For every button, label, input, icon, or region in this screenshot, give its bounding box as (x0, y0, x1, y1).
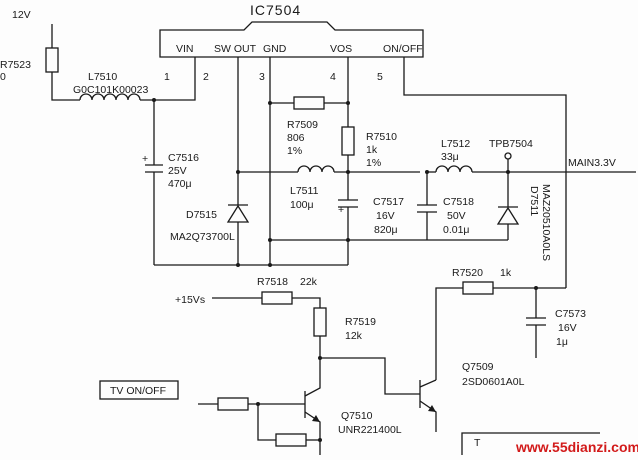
r7520-resistor (462, 281, 494, 295)
c7517-label: C7517 (373, 196, 404, 208)
d7511-part: MAZ20510A0LS (540, 184, 552, 261)
bottom-label-fragment: T (474, 437, 481, 449)
c7573-voltage: 16V (558, 322, 577, 334)
q7510-label: Q7510 (341, 410, 373, 422)
wire-r7518-r7519 (292, 297, 321, 308)
l7510-value: G0C101K00023 (73, 84, 148, 96)
q7510-emitter-arrow (312, 415, 320, 422)
r7519-value: 12k (345, 330, 363, 342)
l7512-label: L7512 (441, 138, 470, 150)
wire-r7523-l7510 (51, 72, 80, 101)
q7510-collector-leg (304, 378, 321, 397)
tv-on-off-label: TV ON/OFF (110, 385, 166, 397)
junction-gnd-bottom-2 (268, 263, 272, 267)
wire-vin (140, 57, 196, 101)
c7516-label: C7516 (168, 152, 199, 164)
wire-q7509-base (320, 357, 420, 395)
q7510-part: UNR221400L (338, 424, 402, 436)
pin-label-vin: VIN (176, 43, 194, 55)
pin-number-1: 1 (164, 71, 170, 83)
l7511-inductor (297, 165, 335, 173)
tpb7504-label: TPB7504 (489, 138, 533, 150)
bias-resistor (275, 433, 307, 447)
main-output-label: MAIN3.3V (568, 157, 616, 169)
junction-vos (346, 101, 350, 105)
wire-q7509-collector (435, 287, 463, 380)
r7510-label: R7510 (366, 131, 397, 143)
c7517-value: 820μ (374, 224, 398, 236)
junction-gnd-bottom-1 (236, 263, 240, 267)
tpb7504-testpoint (504, 152, 512, 160)
r7510-resistor (341, 126, 355, 156)
r7509-value: 806 (287, 132, 305, 144)
supply-12v-label: 12V (12, 9, 31, 21)
pin-label-vos: VOS (330, 43, 352, 55)
pin-number-5: 5 (377, 71, 383, 83)
r7509-resistor (293, 96, 325, 110)
r7509-label: R7509 (287, 119, 318, 131)
q7509-label: Q7509 (462, 361, 494, 373)
supply-15vs-label: +15Vs (175, 294, 205, 306)
c7516-voltage: 25V (168, 165, 187, 177)
l7511-label: L7511 (290, 185, 319, 197)
r7523-value: 0 (0, 71, 6, 83)
watermark-text: www.55dianzi.com (515, 439, 638, 455)
d7511-diode (496, 206, 520, 225)
q7509-part: 2SD0601A0L (462, 376, 525, 388)
c7517-voltage: 16V (376, 210, 395, 222)
pin-number-2: 2 (203, 71, 209, 83)
c7573-label: C7573 (555, 308, 586, 320)
base-resistor (217, 397, 249, 411)
c7518-value: 0.01μ (443, 224, 470, 236)
d7515-label: D7515 (186, 209, 217, 221)
c7517-plus: + (338, 204, 344, 216)
wire-bias-left (257, 404, 276, 441)
r7523-label: R7523 (0, 59, 31, 71)
c7516-value: 470μ (168, 178, 192, 190)
q7509-emitter-arrow (428, 405, 436, 412)
l7510-label: L7510 (88, 71, 117, 83)
c7516-plus: + (142, 153, 148, 165)
d7511-label: D7511 (528, 186, 540, 216)
r7510-tolerance: 1% (366, 157, 381, 169)
r7519-resistor (313, 307, 327, 337)
l7511-value: 100μ (290, 199, 314, 211)
r7520-label: R7520 (452, 267, 483, 279)
tv-on-off-box (99, 380, 179, 400)
r7510-value: 1k (366, 144, 378, 156)
l7510-inductor (79, 93, 141, 101)
pin-number-3: 3 (259, 71, 265, 83)
bottom-label-box (461, 432, 600, 455)
l7512-inductor (435, 165, 473, 173)
pin-label-sw-out: SW OUT (214, 43, 257, 55)
wire-on-off (403, 57, 567, 288)
pin-label-on-off: ON/OFF (383, 43, 423, 55)
pin-number-4: 4 (330, 71, 336, 83)
c7573-value: 1μ (556, 336, 568, 348)
c7518-voltage: 50V (447, 210, 466, 222)
junction-emitter (318, 438, 322, 442)
r7519-label: R7519 (345, 316, 376, 328)
r7518-resistor (261, 291, 293, 305)
r7518-value: 22k (300, 276, 318, 288)
d7515-diode (226, 204, 250, 223)
ic7504-body (159, 21, 424, 58)
ic-title: IC7504 (250, 2, 301, 18)
pin-label-gnd: GND (263, 43, 287, 55)
r7518-label: R7518 (257, 276, 288, 288)
r7509-tolerance: 1% (287, 145, 302, 157)
r7523-resistor (45, 47, 59, 73)
q7509-emitter-leg (419, 400, 437, 432)
l7512-value: 33μ (441, 151, 459, 163)
r7520-value: 1k (500, 267, 512, 279)
c7518-label: C7518 (443, 196, 474, 208)
d7515-part: MA2Q73700L (170, 231, 235, 243)
q7509-collector-leg (419, 379, 437, 388)
